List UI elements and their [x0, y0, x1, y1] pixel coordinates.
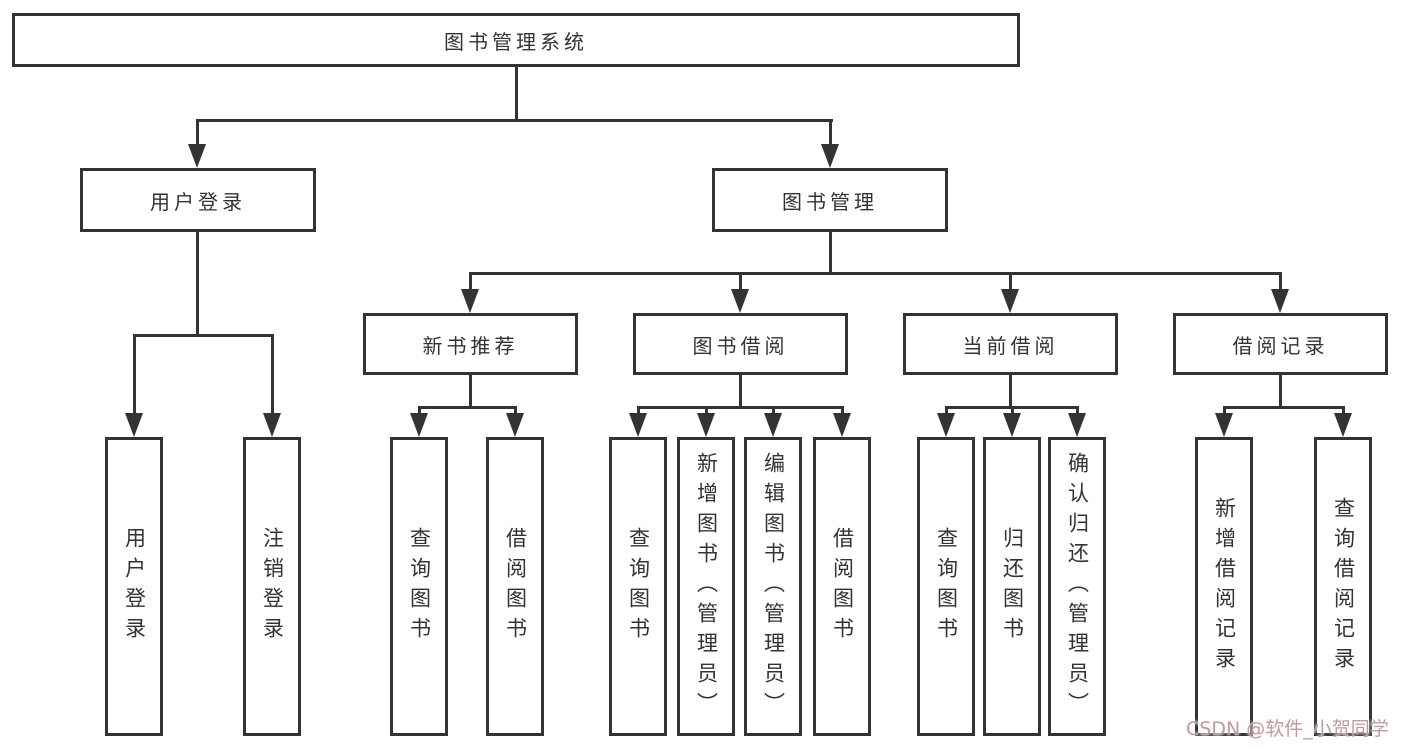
connector-line — [1076, 406, 1079, 418]
leaf-edit-books-admin: 编辑图书（管理员） — [744, 437, 802, 736]
leaf-return-books: 归还图书 — [983, 437, 1041, 736]
node-new-book-recommend: 新书推荐 — [363, 313, 578, 375]
arrowhead-down-icon — [461, 289, 479, 313]
arrowhead-down-icon — [125, 413, 143, 437]
arrowhead-down-icon — [731, 289, 749, 313]
node-book-borrow: 图书借阅 — [633, 313, 848, 375]
connector-line — [133, 334, 274, 337]
arrowhead-down-icon — [1271, 289, 1289, 313]
leaf-borrow-books: 借阅图书 — [813, 437, 871, 736]
leaf-query-books-current-label: 查询图书 — [934, 526, 959, 647]
arrowhead-down-icon — [1003, 413, 1021, 437]
leaf-query-borrow-record-label: 查询借阅记录 — [1331, 496, 1356, 677]
connector-line — [705, 406, 708, 418]
connector-line — [1009, 272, 1012, 292]
arrowhead-down-icon — [821, 144, 839, 168]
connector-line — [637, 406, 640, 418]
connector-line — [772, 406, 775, 418]
connector-line — [418, 406, 517, 409]
leaf-confirm-return-admin: 确认归还（管理员） — [1048, 437, 1106, 736]
arrowhead-down-icon — [506, 413, 524, 437]
leaf-return-books-label: 归还图书 — [1000, 526, 1025, 647]
node-current-borrow-label: 当前借阅 — [962, 333, 1059, 358]
leaf-logout-label: 注销登录 — [260, 526, 285, 647]
connector-line — [1279, 272, 1282, 292]
arrowhead-down-icon — [629, 413, 647, 437]
connector-line — [945, 406, 948, 418]
connector-line — [739, 374, 742, 409]
node-borrow-records: 借阅记录 — [1173, 313, 1388, 375]
node-book-management: 图书管理 — [712, 168, 948, 232]
arrowhead-down-icon — [263, 413, 281, 437]
node-user-login: 用户登录 — [80, 168, 316, 232]
leaf-add-books-admin-label: 新增图书（管理员） — [694, 451, 719, 722]
leaf-borrow-books-label: 借阅图书 — [830, 526, 855, 647]
connector-line — [515, 66, 518, 120]
arrowhead-down-icon — [1334, 413, 1352, 437]
leaf-query-books-borrow: 查询图书 — [609, 437, 667, 736]
arrowhead-down-icon — [1215, 413, 1233, 437]
connector-line — [133, 334, 136, 416]
leaf-add-books-admin: 新增图书（管理员） — [677, 437, 735, 736]
leaf-query-books-recommend-label: 查询图书 — [407, 526, 432, 647]
connector-line — [1279, 374, 1282, 409]
connector-line — [469, 374, 472, 409]
leaf-query-books-recommend: 查询图书 — [390, 437, 448, 736]
connector-line — [418, 406, 421, 418]
watermark-text: CSDN @软件_小贺同学 — [1186, 718, 1389, 740]
connector-line — [196, 119, 199, 151]
leaf-borrow-books-recommend: 借阅图书 — [486, 437, 544, 736]
connector-line — [271, 334, 274, 416]
arrowhead-down-icon — [697, 413, 715, 437]
connector-line — [739, 272, 742, 292]
node-root-label: 图书管理系统 — [444, 29, 588, 54]
connector-line — [841, 406, 844, 418]
connector-line — [1342, 406, 1345, 418]
connector-line — [829, 231, 832, 275]
connector-line — [469, 272, 472, 292]
arrowhead-down-icon — [764, 413, 782, 437]
connector-line — [829, 119, 832, 151]
leaf-add-borrow-record: 新增借阅记录 — [1195, 437, 1253, 736]
leaf-confirm-return-admin-label: 确认归还（管理员） — [1065, 451, 1090, 722]
arrowhead-down-icon — [188, 144, 206, 168]
arrowhead-down-icon — [833, 413, 851, 437]
connector-line — [637, 406, 843, 409]
leaf-user-login-label: 用户登录 — [122, 526, 147, 647]
connector-line — [469, 272, 1281, 275]
node-current-borrow: 当前借阅 — [903, 313, 1118, 375]
leaf-edit-books-admin-label: 编辑图书（管理员） — [761, 451, 786, 722]
connector-line — [1223, 406, 1344, 409]
leaf-query-borrow-record: 查询借阅记录 — [1314, 437, 1372, 736]
node-book-management-label: 图书管理 — [782, 189, 878, 214]
node-user-login-label: 用户登录 — [150, 189, 246, 214]
connector-line — [196, 231, 199, 336]
leaf-add-borrow-record-label: 新增借阅记录 — [1212, 496, 1237, 677]
leaf-user-login: 用户登录 — [105, 437, 163, 736]
leaf-borrow-books-recommend-label: 借阅图书 — [503, 526, 528, 647]
node-borrow-records-label: 借阅记录 — [1232, 333, 1329, 358]
leaf-logout: 注销登录 — [243, 437, 301, 736]
arrowhead-down-icon — [1068, 413, 1086, 437]
node-new-book-recommend-label: 新书推荐 — [422, 333, 519, 358]
arrowhead-down-icon — [1001, 289, 1019, 313]
node-root-library-system: 图书管理系统 — [12, 13, 1020, 67]
node-book-borrow-label: 图书借阅 — [692, 333, 789, 358]
arrowhead-down-icon — [410, 413, 428, 437]
leaf-query-books-current: 查询图书 — [917, 437, 975, 736]
connector-line — [1011, 406, 1014, 418]
connector-line — [196, 119, 833, 122]
connector-line — [1223, 406, 1226, 418]
leaf-query-books-borrow-label: 查询图书 — [626, 526, 651, 647]
connector-line — [514, 406, 517, 418]
connector-line — [1009, 374, 1012, 409]
arrowhead-down-icon — [937, 413, 955, 437]
